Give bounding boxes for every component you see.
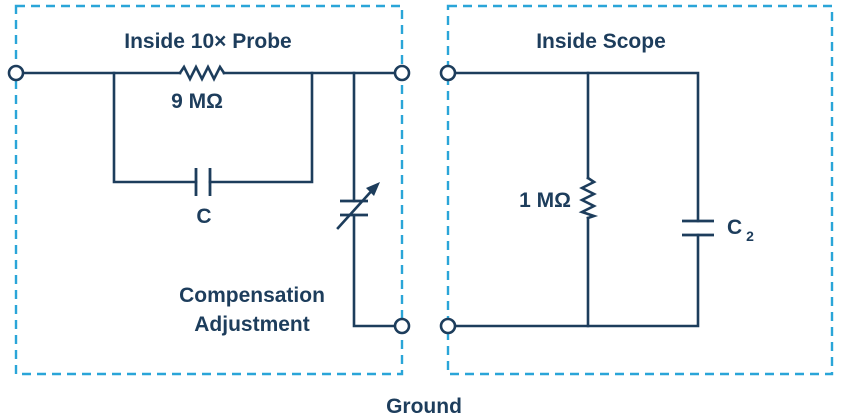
probe-ground-terminal	[393, 317, 411, 335]
probe-title: Inside 10× Probe	[124, 30, 292, 53]
scope-boundary-box	[446, 4, 834, 376]
scope-resistor-1m	[578, 176, 599, 220]
scope-input-terminal	[439, 64, 457, 82]
scope-capacitor-subscript: 2	[746, 228, 754, 244]
probe-capacitor-label: C	[196, 205, 211, 228]
scope-top-wire	[454, 71, 700, 223]
scope-ground-terminal	[439, 317, 457, 335]
compensation-adjust-arrow-shaft	[336, 184, 378, 230]
scope-circuit: Inside Scope 1 MΩ C 2	[439, 30, 754, 335]
ground-label: Ground	[386, 395, 462, 418]
probe-capacitor-branch-wire	[112, 71, 314, 184]
probe-input-terminal	[7, 64, 25, 82]
scope-title: Inside Scope	[536, 30, 666, 53]
scope-capacitor-letter: C	[727, 216, 742, 239]
probe-boundary-box	[14, 4, 404, 376]
compensation-branch-wire	[352, 71, 396, 328]
scope-bottom-wire	[454, 233, 700, 328]
scope-capacitor-label: C 2	[727, 216, 754, 244]
probe-output-terminal	[393, 64, 411, 82]
compensation-adjust-arrow-head	[366, 182, 380, 196]
probe-resistor-label: 9 MΩ	[171, 90, 223, 113]
compensation-label-line2: Adjustment	[194, 313, 310, 336]
probe-resistor-9m	[178, 64, 226, 82]
probe-circuit: Inside 10× Probe 9 MΩ C Compensation Adj…	[7, 30, 411, 336]
scope-resistor-label: 1 MΩ	[519, 189, 571, 212]
compensation-label-line1: Compensation	[179, 284, 325, 307]
